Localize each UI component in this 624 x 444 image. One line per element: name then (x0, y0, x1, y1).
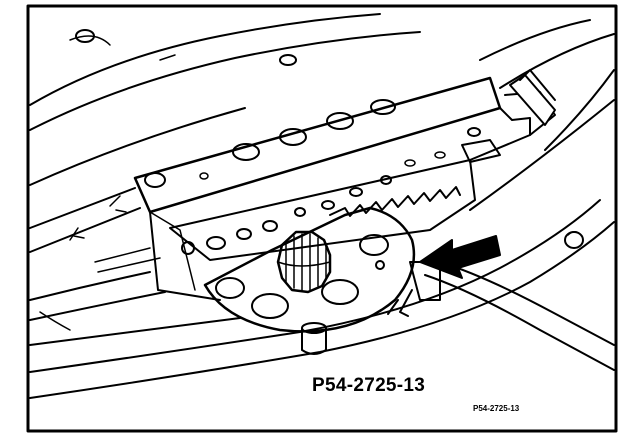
toothed-rack (169, 159, 476, 261)
retaining-clip (461, 69, 556, 163)
segment-plate (203, 206, 416, 333)
figure-code-small: P54-2725-13 (473, 404, 520, 413)
trim-rail (29, 187, 615, 399)
indicator-arrow (419, 235, 501, 279)
cable (387, 261, 615, 371)
figure-frame (26, 4, 618, 433)
pinion-gear (276, 230, 332, 294)
right-body-lines (469, 19, 615, 249)
background-panel (29, 13, 421, 186)
figure-caption: P54-2725-13 (312, 375, 426, 396)
bottom-screw (301, 322, 327, 355)
